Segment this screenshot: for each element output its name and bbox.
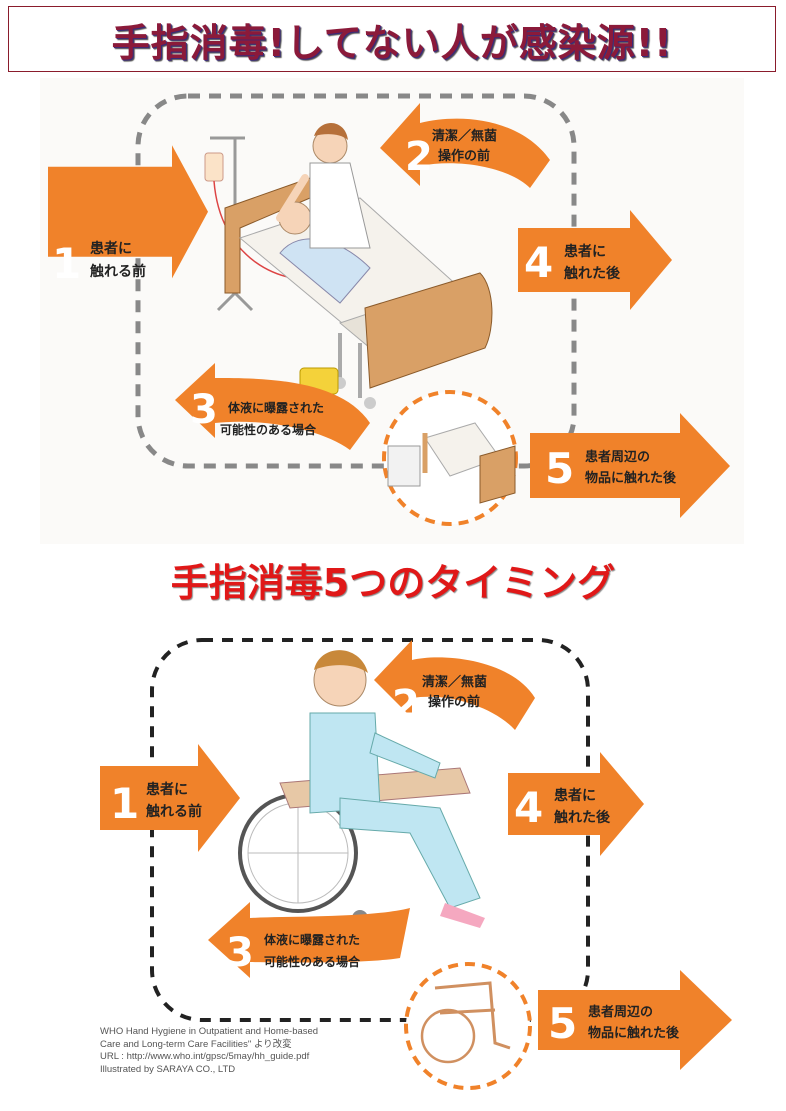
moment-4-label-line2-bottom: 触れた後 [553, 809, 611, 826]
moment-4-label-line2: 触れた後 [563, 265, 621, 282]
moment-1-label-line1-bottom: 患者に [146, 781, 188, 798]
moment-1-label-line2: 触れる前 [89, 263, 146, 280]
moment-3-label-line1-bottom: 体液に曝露された [264, 932, 360, 947]
moment-2-arrow-bottom: 2 清潔／無菌 操作の前 [374, 640, 535, 730]
moment-2-number-bottom: 2 [392, 682, 420, 728]
moment-1-label-line1: 患者に [90, 240, 132, 257]
moment-4-label-line1: 患者に [564, 243, 606, 260]
moment-1-arrow-bottom: 1 患者に 触れる前 [100, 744, 240, 852]
credit-line-3: URL : http://www.who.int/gpsc/5may/hh_gu… [100, 1051, 310, 1062]
moment-3-label-line2-bottom: 可能性のある場合 [264, 954, 361, 969]
moment-1-number-bottom: 1 [110, 779, 139, 828]
moment-4-number: 4 [524, 238, 553, 287]
moment-1-number: 1 [52, 239, 81, 288]
moment-5-arrow: 5 患者周辺の 物品に触れた後 [530, 413, 730, 518]
wheelchair-scene-diagram: 1 患者に 触れる前 2 清潔／無菌 操作の前 3 体液に曝露された 可能性のあ… [100, 638, 732, 1090]
credit-line-2: Care and Long-term Care Facilities" より改変 [100, 1038, 292, 1050]
moment-5-label-line2: 物品に触れた後 [585, 470, 677, 486]
moment-4-label-line1-bottom: 患者に [554, 787, 596, 804]
moment-1-label-line2-bottom: 触れる前 [145, 803, 202, 820]
credit-line-1: WHO Hand Hygiene in Outpatient and Home-… [100, 1026, 319, 1037]
bed-scene-diagram: 1 患者に 触れる前 2 清潔／無菌 操作の前 3 体液に曝露された 可能性のあ… [48, 93, 730, 526]
moment-2-label-line2-bottom: 操作の前 [428, 694, 480, 710]
small-bed-icon [387, 422, 516, 504]
patient-surroundings-zone-bottom [404, 962, 532, 1090]
nurse-figure-icon [276, 122, 371, 249]
moment-1-arrow: 1 患者に 触れる前 [48, 145, 208, 288]
moment-5-label-line1-bottom: 患者周辺の [588, 1004, 653, 1020]
moment-2-arrow: 2 清潔／無菌 操作の前 [380, 103, 550, 188]
section-subtitle: 手指消毒5つのタイミング [170, 561, 616, 605]
source-credit: WHO Hand Hygiene in Outpatient and Home-… [100, 1026, 318, 1076]
moment-2-label-line2: 操作の前 [438, 148, 490, 164]
moment-2-label-line1-bottom: 清潔／無菌 [422, 674, 487, 690]
credit-line-4: Illustrated by SARAYA CO., LTD [100, 1063, 236, 1075]
title-banner: 手指消毒!してない人が感染源!! [8, 6, 776, 72]
moment-4-number-bottom: 4 [514, 783, 543, 832]
top-illustration-panel: 1 患者に 触れる前 2 清潔／無菌 操作の前 3 体液に曝露された 可能性のあ… [40, 78, 744, 544]
moment-3-number: 3 [190, 387, 218, 433]
moment-5-label-line2-bottom: 物品に触れた後 [588, 1025, 680, 1041]
moment-5-number: 5 [545, 444, 574, 493]
wheelchair-patient-icon [238, 650, 485, 928]
moment-2-number: 2 [405, 134, 433, 180]
moment-5-label-line1: 患者周辺の [585, 449, 650, 465]
moment-3-label-line1: 体液に曝露された [228, 400, 324, 415]
moment-4-arrow-bottom: 4 患者に 触れた後 [508, 752, 644, 856]
moment-3-number-bottom: 3 [226, 930, 254, 976]
page-title: 手指消毒!してない人が感染源!! [111, 20, 673, 65]
moment-3-arrow: 3 体液に曝露された 可能性のある場合 [175, 363, 370, 450]
moment-4-arrow: 4 患者に 触れた後 [518, 210, 672, 310]
bottom-illustration-panel: 1 患者に 触れる前 2 清潔／無菌 操作の前 3 体液に曝露された 可能性のあ… [40, 618, 744, 1098]
moment-3-label-line2: 可能性のある場合 [220, 422, 317, 437]
moment-3-arrow-bottom: 3 体液に曝露された 可能性のある場合 [208, 902, 410, 978]
small-wheelchair-icon [420, 981, 511, 1064]
moment-5-arrow-bottom: 5 患者周辺の 物品に触れた後 [538, 970, 732, 1070]
moment-2-label-line1: 清潔／無菌 [432, 128, 497, 144]
moment-5-number-bottom: 5 [548, 999, 577, 1048]
